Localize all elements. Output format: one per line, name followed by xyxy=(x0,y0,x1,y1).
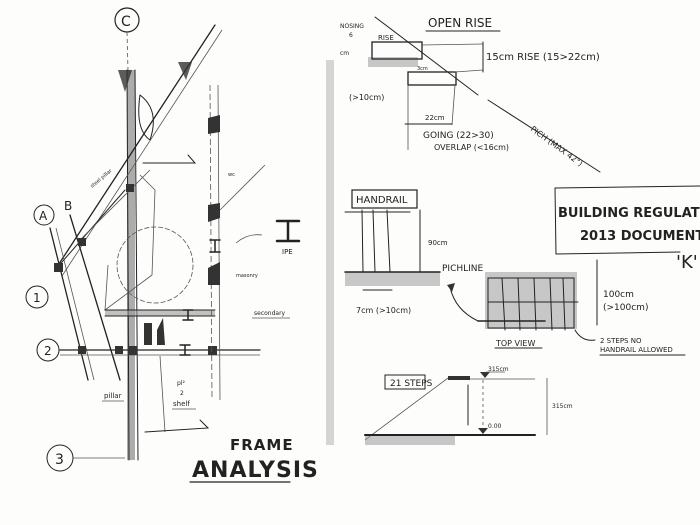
nosing-label: NOSING xyxy=(340,23,364,30)
going-value: 22cm xyxy=(425,114,445,122)
handrail-height: 90cm xyxy=(428,239,448,247)
grid-label-1: 1 xyxy=(33,291,41,305)
grid-bubble-1 xyxy=(25,285,49,309)
regulation-box: BUILDING REGULATION 2013 DOCUMENT 'K' xyxy=(554,185,700,273)
regulation-line-1: BUILDING REGULATION xyxy=(558,206,700,221)
top-view-plan xyxy=(487,277,575,329)
rise-label: RISE xyxy=(378,34,394,42)
pitch-label: PICH (MAX 42°) xyxy=(529,124,585,168)
grid-bubble-a xyxy=(33,204,55,226)
grid-bubble-2 xyxy=(36,338,60,362)
gap-rule: (>10cm) xyxy=(349,93,384,102)
grid-label-b: B xyxy=(64,199,72,213)
grid-label-a: A xyxy=(39,209,48,223)
gap-value: 3cm xyxy=(417,66,428,72)
stair-width-value: 100cm xyxy=(603,290,634,300)
top-level-label: 315cm xyxy=(488,366,509,373)
formula-denominator: 2 xyxy=(180,390,184,397)
handrail-title-box xyxy=(351,189,418,209)
main-column xyxy=(127,70,135,460)
regulation-letter: 'K' xyxy=(676,252,698,273)
steps-count-box xyxy=(384,374,426,390)
upper-tread xyxy=(371,41,423,60)
nosing-unit: cm xyxy=(340,50,349,57)
secondary-label: secondary xyxy=(254,310,286,317)
masonry-label: masonry xyxy=(236,273,258,279)
stair-section-drawing: 21 STEPS 315cm 0.00 315cm xyxy=(364,366,573,445)
nosing-value: 6 xyxy=(349,32,353,39)
ipe-label: IPE xyxy=(282,248,293,256)
shelf-label: shelf xyxy=(173,400,190,408)
stair-width-rule: (>100cm) xyxy=(603,303,648,313)
regulation-line-2: 2013 DOCUMENT xyxy=(580,229,700,244)
page-fold xyxy=(326,60,334,445)
baluster-spacing: 7cm (>10cm) xyxy=(356,306,411,315)
pillar-label: pillar xyxy=(104,392,122,400)
rise-value: 15cm RISE (15>22cm) xyxy=(486,52,600,63)
ipe-section-icon xyxy=(275,219,301,243)
grid-label-3: 3 xyxy=(55,452,64,468)
handrail-drawing: HANDRAIL 90cm PICHLINE 7cm (>10cm) TOP V… xyxy=(344,189,686,356)
top-view-label: TOP VIEW xyxy=(495,339,535,348)
frame-title-line-2: ANALYSIS xyxy=(192,458,319,483)
wc-label: wc xyxy=(228,172,235,178)
going-label: GOING (22>30) xyxy=(423,131,494,141)
no-handrail-note-1: 2 STEPS NO xyxy=(600,337,642,345)
pitchline-label: PICHLINE xyxy=(442,264,484,274)
grid-label-c: C xyxy=(121,14,131,30)
total-height-label: 315cm xyxy=(552,403,573,410)
open-rise-title: OPEN RISE xyxy=(428,16,492,30)
grid-label-2: 2 xyxy=(44,344,52,358)
overlap-label: OVERLAP (<16cm) xyxy=(434,143,509,152)
base-level-label: 0.00 xyxy=(488,423,502,430)
frame-analysis-drawing: C A B steel pillar 1 2 xyxy=(25,7,319,483)
lower-tread xyxy=(407,71,457,86)
handrail-title: HANDRAIL xyxy=(356,195,408,206)
open-rise-drawing: OPEN RISE NOSING 6 cm RISE 15cm RISE (15… xyxy=(340,16,601,173)
steps-count: 21 STEPS xyxy=(390,379,433,389)
frame-title-line-1: FRAME xyxy=(230,436,294,454)
formula-numerator: pl² xyxy=(177,380,185,387)
no-handrail-note-2: HANDRAIL ALLOWED xyxy=(600,346,673,354)
